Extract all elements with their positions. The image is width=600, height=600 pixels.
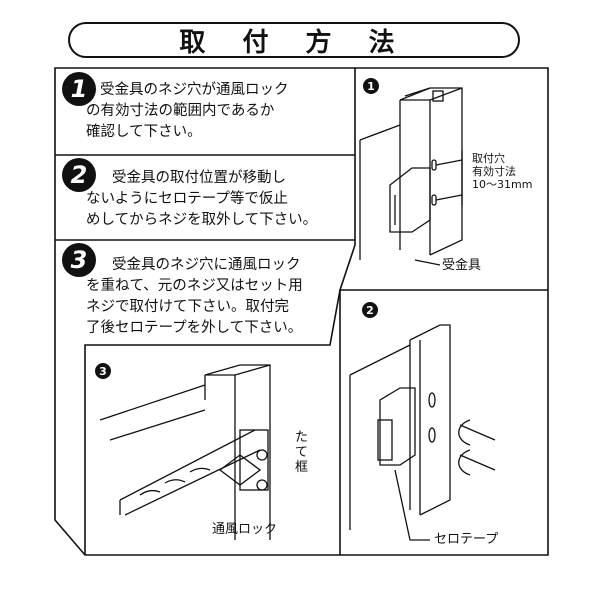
step-3-number: 3 [62, 243, 96, 277]
fig3-drawing [99, 364, 271, 540]
fig2-drawing [349, 324, 496, 541]
fig2-tape-label: セロテープ [434, 532, 499, 547]
step-3-line: 了後セロテープを外して下さい。 [86, 320, 303, 336]
fig1-hole-label: 取付穴 有効寸法 10〜31mm [472, 152, 532, 191]
step-1-number: 1 [62, 72, 96, 106]
page-title: 取 付 方 法 [179, 27, 409, 58]
fig1-number: 1 [363, 78, 379, 94]
step-3-line: 受金具のネジ穴に通風ロック [112, 257, 301, 273]
step-1-line: の有効寸法の範囲内であるか [86, 103, 275, 119]
step-1-line: 確認して下さい。 [86, 124, 202, 140]
fig3-lock-label: 通風ロック [212, 522, 278, 537]
step-2-number: 2 [62, 158, 96, 192]
fig3-number: 3 [95, 363, 111, 379]
step-2-line: めしてからネジを取外して下さい。 [86, 212, 318, 228]
fig3-frame-label: たて框 [295, 430, 309, 475]
fig2-number: 2 [362, 302, 378, 318]
step-3-text: 受金具のネジ穴に通風ロック を重ねて、元のネジ又はセット用 ネジで取付けて下さい… [86, 255, 303, 339]
step-2-text: 受金具の取付位置が移動し ないようにセロテープ等で仮止 めしてからネジを取外して… [86, 168, 317, 231]
step-3-line: を重ねて、元のネジ又はセット用 [86, 278, 303, 294]
fig1-drawing [359, 87, 463, 266]
step-1-text: 受金具のネジ穴が通風ロック の有効寸法の範囲内であるか 確認して下さい。 [86, 80, 289, 143]
hole-label-line: 有効寸法 [472, 165, 516, 178]
hole-label-line: 10〜31mm [472, 178, 533, 191]
title-box: 取 付 方 法 [68, 22, 520, 58]
step-2-line: ないようにセロテープ等で仮止 [86, 191, 288, 207]
hole-label-line: 取付穴 [472, 152, 505, 165]
fig1-bracket-label: 受金具 [442, 258, 482, 273]
step-2-line: 受金具の取付位置が移動し [112, 170, 286, 186]
step-3-line: ネジで取付けて下さい。取付完 [86, 299, 289, 315]
step-1-line: 受金具のネジ穴が通風ロック [100, 82, 289, 98]
